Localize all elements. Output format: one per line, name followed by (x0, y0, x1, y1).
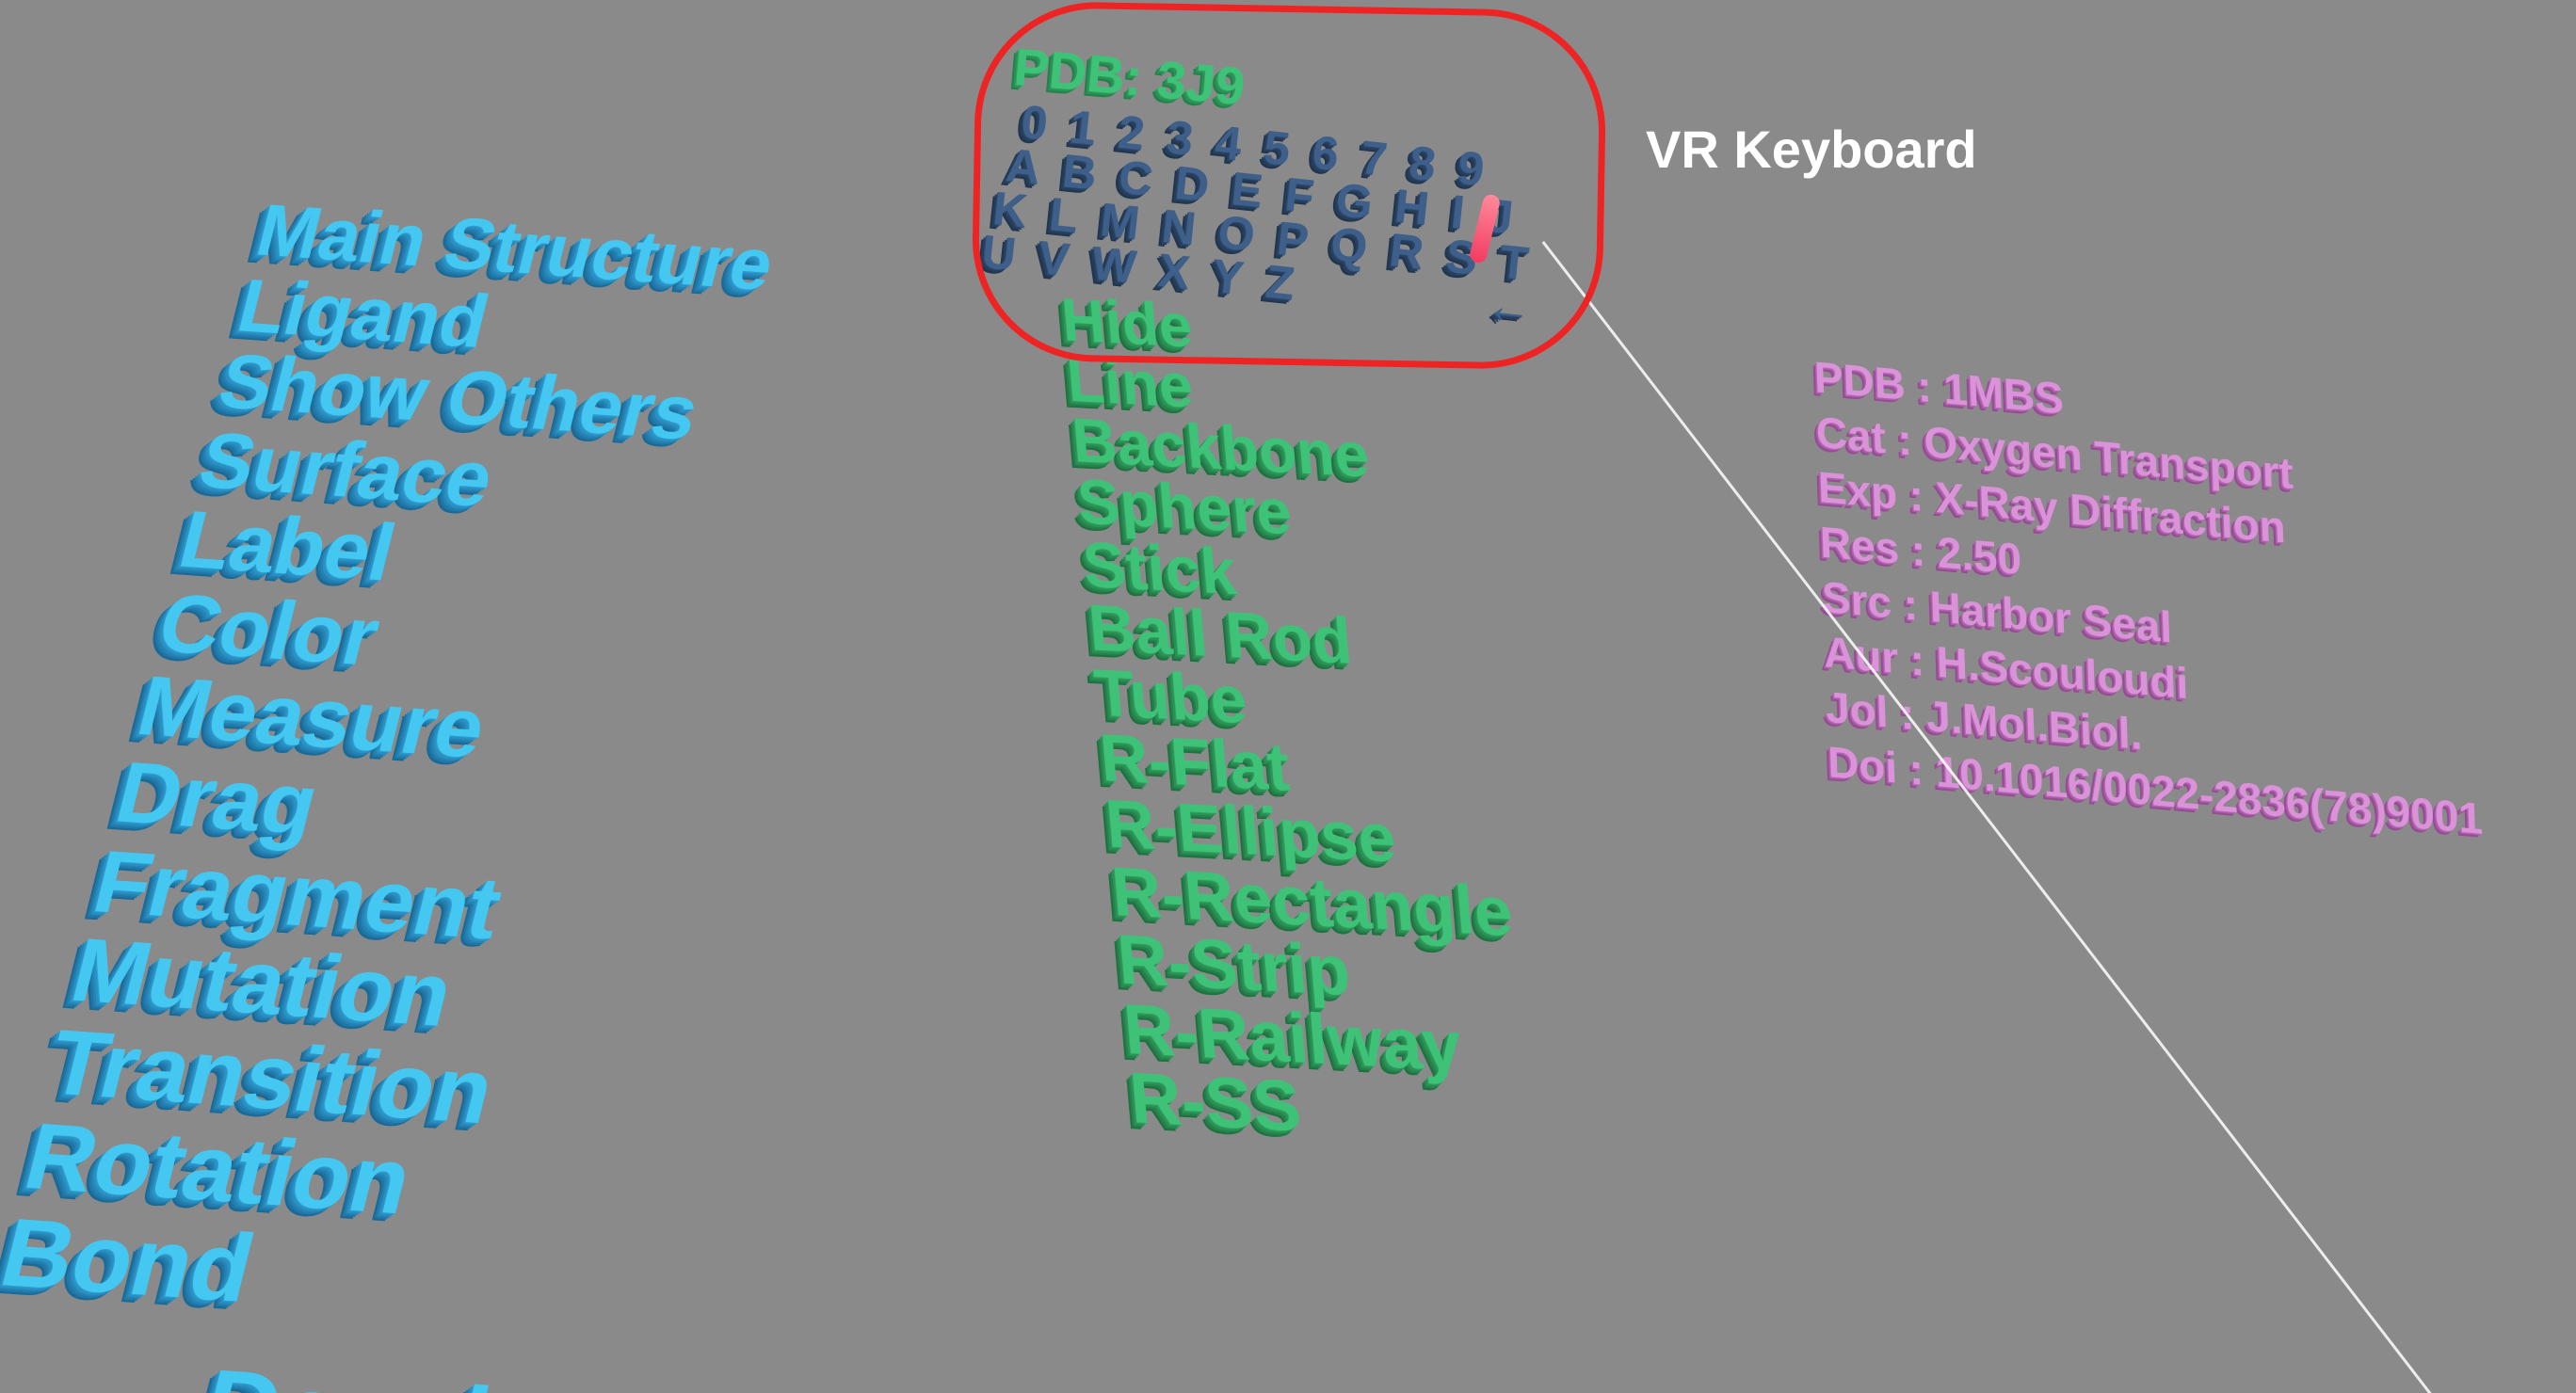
annotation-label: VR Keyboard (1646, 120, 1977, 179)
structure-info-panel: PDB : 1MBS Cat : Oxygen Transport Exp : … (1813, 350, 2484, 847)
menu-item-density-map[interactable]: Density Map (190, 1349, 828, 1393)
main-menu: Main Structure Ligand Show Others Surfac… (0, 188, 1112, 1393)
annotation-outline (970, 0, 1608, 371)
representation-menu: Hide Line Backbone Sphere Stick Ball Rod… (1059, 285, 1534, 1155)
